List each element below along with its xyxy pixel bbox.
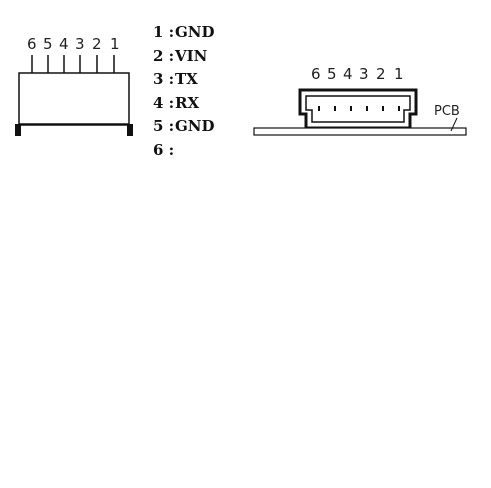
legend-num: 1 : [153, 23, 175, 41]
left-pin-number-2: 2 [92, 35, 102, 53]
legend-num: 4 : [153, 93, 175, 112]
left-connector-body [18, 72, 130, 126]
pcb-leader-line [450, 117, 458, 132]
left-pin-number-6: 6 [27, 35, 37, 53]
legend-signal: GND [175, 23, 215, 41]
right-pin-number-5: 5 [327, 65, 337, 83]
right-pin-number-1: 1 [394, 65, 404, 83]
legend-signal: TX [175, 70, 198, 88]
right-pin-number-4: 4 [343, 65, 353, 83]
right-pin-number-3: 3 [359, 65, 369, 83]
legend-num: 6 : [153, 140, 175, 159]
legend-signal: RX [175, 93, 200, 112]
left-foot-right [127, 124, 133, 136]
left-pin-number-4: 4 [59, 35, 69, 53]
pinout-legend: 1 :GND 2 :VIN 3 :TX 4 :RX 5 :GND 6 : [153, 21, 215, 162]
left-pin-number-5: 5 [43, 35, 53, 53]
left-foot-left [15, 124, 21, 136]
legend-row-3: 3 :TX [153, 68, 215, 92]
legend-row-5: 5 :GND [153, 115, 215, 139]
legend-row-2: 2 :VIN [153, 45, 215, 69]
legend-row-1: 1 :GND [153, 21, 215, 45]
legend-row-6: 6 : [153, 139, 215, 163]
legend-num: 2 : [153, 46, 175, 65]
left-pin-number-1: 1 [110, 35, 120, 53]
legend-signal: VIN [175, 46, 208, 65]
legend-row-4: 4 :RX [153, 92, 215, 116]
legend-num: 5 : [153, 117, 175, 135]
pcb-label: PCB [434, 104, 460, 119]
right-pin-number-6: 6 [311, 65, 321, 83]
legend-signal: GND [175, 117, 215, 135]
left-pin-number-3: 3 [75, 35, 85, 53]
right-connector: 6 5 4 3 2 1 PCB [253, 65, 467, 136]
right-pin-number-2: 2 [376, 65, 386, 83]
legend-num: 3 : [153, 70, 175, 88]
right-connector-opening [305, 95, 411, 123]
left-connector: 6 5 4 3 2 1 [15, 35, 133, 136]
pcb-board [253, 127, 467, 136]
